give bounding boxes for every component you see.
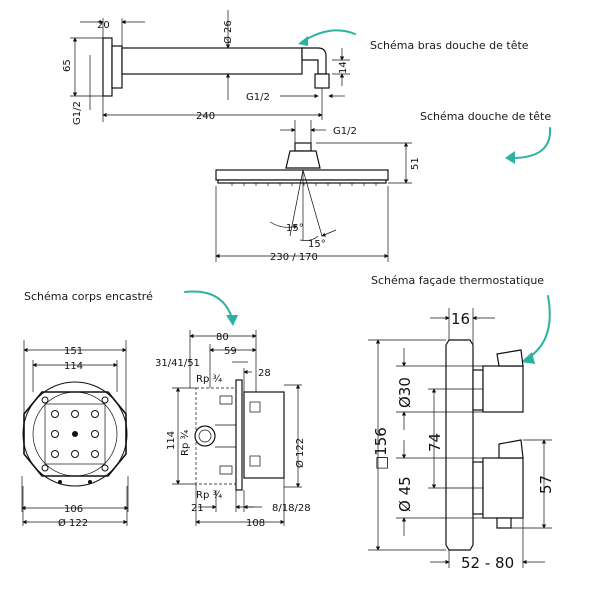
side-rp-top: Rp ¾ — [196, 374, 222, 385]
therm-dim-57: 57 — [537, 475, 555, 494]
therm-dim-45: Ø 45 — [396, 476, 414, 512]
side-dim-28: 28 — [258, 368, 271, 379]
head-shower-drawing: G1/2 51 15° 15° 230 / 170 — [215, 120, 421, 263]
therm-dim-30: Ø30 — [396, 377, 414, 408]
body-dim-151: 151 — [64, 346, 83, 357]
body-callout-arrow — [184, 290, 238, 326]
caption-head-shower: Schéma douche de tête — [420, 110, 551, 123]
side-dim-21: 21 — [191, 503, 204, 514]
arm-dim-240: 240 — [196, 111, 215, 122]
arm-dim-65: 65 — [62, 59, 73, 72]
head-angle-15b: 15° — [308, 239, 326, 250]
side-dim-59: 59 — [224, 346, 237, 357]
thermostat-callout-arrow — [521, 295, 551, 364]
arm-dim-14: 14 — [338, 61, 349, 74]
head-angle-15a: 15° — [286, 223, 304, 234]
caption-shower-arm: Schéma bras douche de tête — [370, 39, 529, 52]
arm-dim-g12-right: G1/2 — [246, 92, 270, 103]
body-side-view: 80 59 31/41/51 Rp ¾ 28 114 Rp ¾ Rp ¾ Ø 1… — [155, 330, 311, 529]
arm-dim-g12-left: G1/2 — [72, 101, 83, 125]
arm-callout-arrow — [298, 29, 356, 46]
head-callout-arrow — [505, 127, 552, 164]
thermostat-drawing: 16 □156 Ø30 74 Ø 45 57 52 - 80 — [368, 308, 555, 572]
therm-dim-74: 74 — [426, 433, 444, 452]
side-rp-left: Rp ¾ — [180, 430, 191, 456]
side-dim-8-18-28: 8/18/28 — [272, 503, 311, 514]
therm-dim-156: □156 — [372, 427, 390, 470]
side-dim-108: 108 — [246, 518, 265, 529]
therm-dim-52-80: 52 - 80 — [461, 554, 514, 572]
body-dim-106: 106 — [64, 504, 83, 515]
side-dim-122: Ø 122 — [294, 438, 306, 468]
head-dim-g12: G1/2 — [333, 126, 357, 137]
caption-concealed-body: Schéma corps encastré — [24, 290, 153, 303]
head-dim-51: 51 — [410, 157, 421, 170]
side-rp-bottom: Rp ¾ — [196, 490, 222, 501]
side-dim-114: 114 — [166, 431, 177, 450]
caption-thermostat: Schéma façade thermostatique — [371, 274, 544, 287]
side-dim-80: 80 — [216, 332, 229, 343]
body-dim-122: Ø 122 — [58, 517, 88, 529]
therm-dim-16: 16 — [451, 310, 470, 328]
arm-dim-26: Ø 26 — [222, 20, 234, 44]
shower-arm-drawing: 20 Ø 26 65 G1/2 14 G1/2 240 — [62, 10, 350, 125]
head-dim-230-170: 230 / 170 — [270, 252, 318, 263]
body-dim-114: 114 — [64, 361, 83, 372]
side-dim-31-41-51: 31/41/51 — [155, 358, 200, 369]
arm-dim-20: 20 — [97, 20, 110, 31]
body-front-view: 151 114 106 Ø 122 — [21, 340, 129, 529]
